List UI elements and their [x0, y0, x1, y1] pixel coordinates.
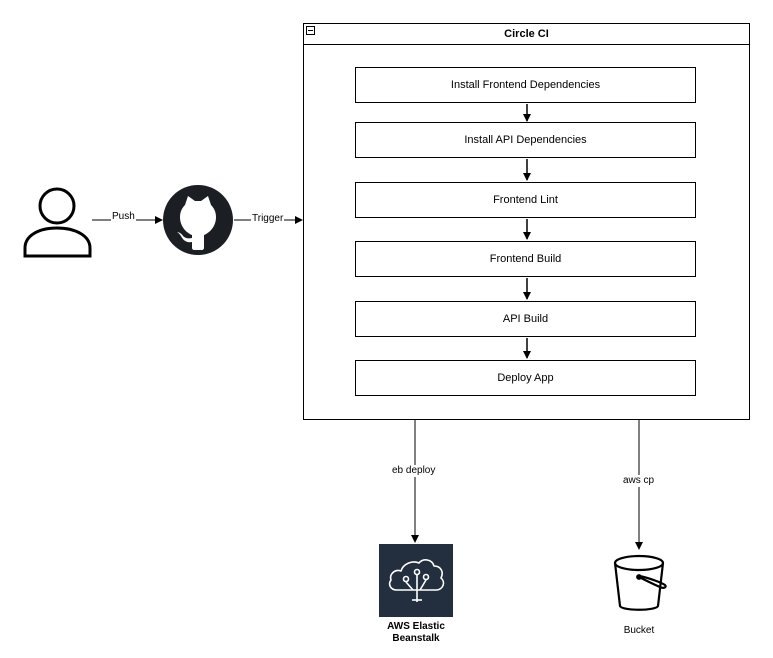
- bucket-caption: Bucket: [623, 625, 655, 636]
- eb-deploy-label: eb deploy: [391, 465, 437, 477]
- step-frontend-build: Frontend Build: [355, 241, 696, 277]
- step-frontend-lint: Frontend Lint: [355, 182, 696, 218]
- step-install-frontend: Install Frontend Dependencies: [355, 67, 696, 103]
- circleci-title: Circle CI: [504, 27, 549, 40]
- github-icon: [163, 185, 233, 255]
- user-icon: [23, 187, 92, 258]
- bucket-icon: [613, 554, 667, 611]
- step-api-build: API Build: [355, 301, 696, 337]
- step-deploy-app: Deploy App: [355, 360, 696, 396]
- elastic-beanstalk-icon: [379, 544, 453, 617]
- aws-cp-label: aws cp: [622, 475, 656, 487]
- push-label: Push: [111, 211, 136, 223]
- beanstalk-caption: AWS Elastic Beanstalk: [387, 621, 445, 644]
- trigger-label: Trigger: [251, 213, 285, 225]
- step-install-api: Install API Dependencies: [355, 122, 696, 158]
- collapse-toggle-icon[interactable]: [306, 26, 315, 35]
